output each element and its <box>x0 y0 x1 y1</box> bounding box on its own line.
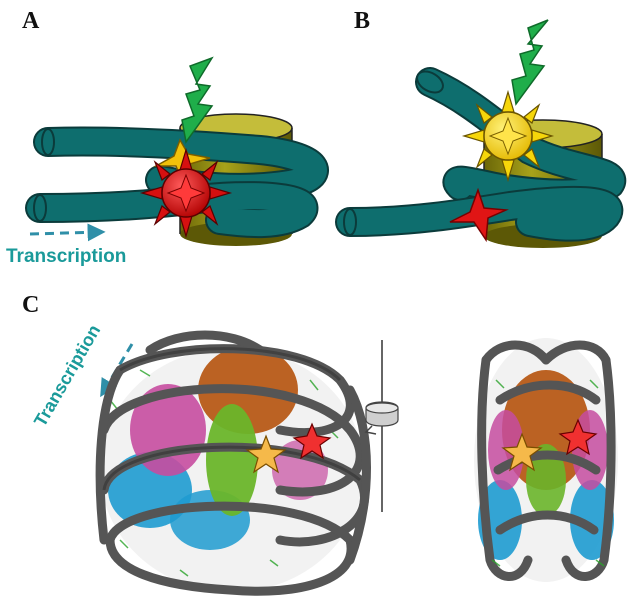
panel-label-b: B <box>354 8 371 34</box>
yellow-sunburst-b-icon <box>461 89 555 183</box>
rotation-indicator <box>364 340 399 512</box>
red-star-c-side-icon <box>558 418 598 456</box>
dna-strand-a <box>25 126 329 239</box>
yellow-star-c-front-icon <box>245 434 287 474</box>
panel-a-nucleosome <box>25 56 329 246</box>
nucleosome-structure-front <box>95 330 371 596</box>
lightning-bolt-b-icon <box>511 19 549 106</box>
red-star-b-icon <box>449 187 509 243</box>
yellow-star-c-side-icon <box>501 432 543 472</box>
transcription-arrow-a <box>29 223 106 242</box>
red-sunburst-a-icon <box>139 147 233 239</box>
lightning-bolt-a-icon <box>181 56 214 144</box>
nucleosome-structure-side <box>474 338 618 582</box>
panel-b-nucleosome <box>335 19 627 248</box>
transcription-label-a: Transcription <box>6 246 127 267</box>
red-star-c-front-icon <box>292 422 332 460</box>
transcription-arrow-c <box>100 343 134 398</box>
panel-label-c: C <box>22 292 40 318</box>
panel-label-a: A <box>22 8 40 34</box>
